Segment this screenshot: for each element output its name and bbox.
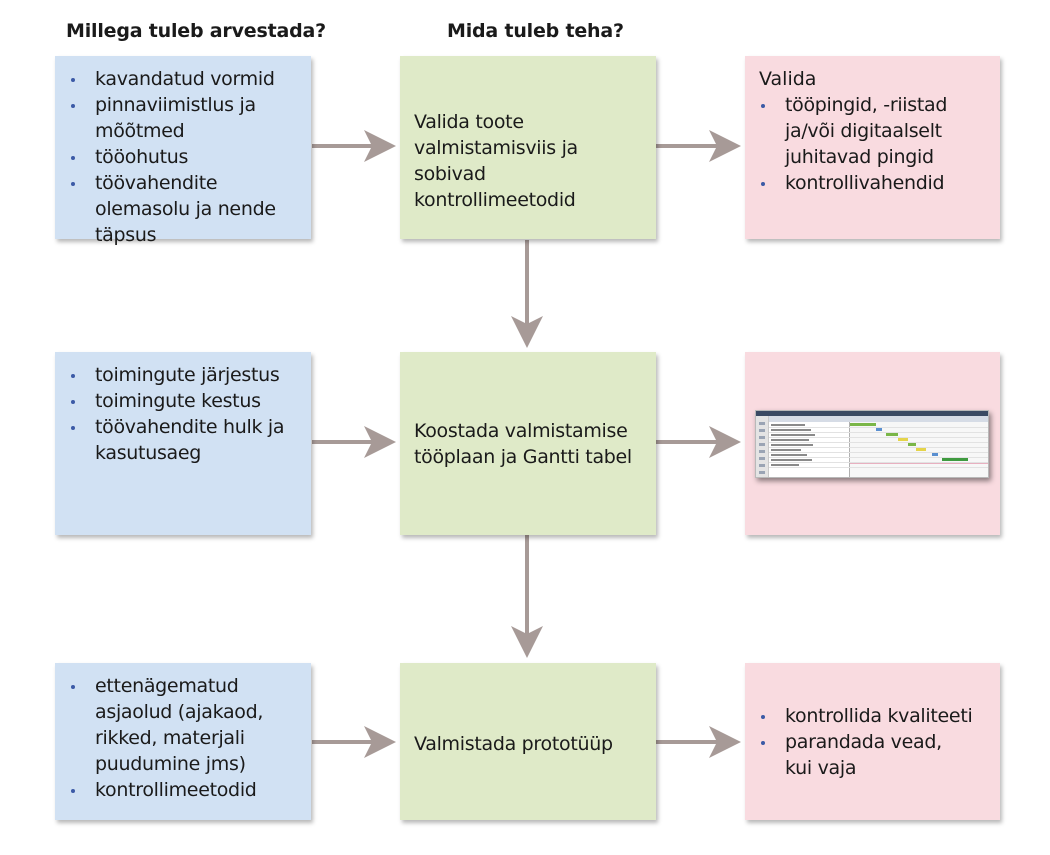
result-item: kontrollida kvaliteeti bbox=[759, 703, 990, 729]
result-item: tööpingid, -riistad ja/või digitaalselt … bbox=[759, 92, 990, 170]
result-title: Valida bbox=[759, 68, 817, 90]
action-box-1: Valida toote valmistamisviis ja sobivad … bbox=[400, 56, 656, 239]
column-header-actions: Mida tuleb teha? bbox=[447, 20, 624, 42]
consideration-item: toimingute kestus bbox=[69, 388, 301, 414]
consideration-item: ettenägematud asjaolud (ajakaod, rikked,… bbox=[69, 673, 295, 777]
considerations-box-2: toimingute järjestus toimingute kestus t… bbox=[55, 352, 311, 535]
action-text: Valmistada prototüüp bbox=[414, 733, 613, 755]
result-item: parandada vead, kui vaja bbox=[759, 729, 965, 781]
consideration-item: töövahendite olemasolu ja nende täpsus bbox=[69, 170, 305, 248]
consideration-item: toimingute järjestus bbox=[69, 362, 301, 388]
consideration-item: töövahendite hulk ja kasutusaeg bbox=[69, 414, 295, 466]
action-box-2: Koostada valmistamise tööplaan ja Gantti… bbox=[400, 352, 656, 535]
considerations-box-3: ettenägematud asjaolud (ajakaod, rikked,… bbox=[55, 663, 311, 820]
consideration-item: pinnaviimistlus ja mõõtmed bbox=[69, 92, 265, 144]
action-box-3: Valmistada prototüüp bbox=[400, 663, 656, 820]
column-header-considerations: Millega tuleb arvestada? bbox=[66, 20, 326, 42]
gantt-chart-image bbox=[755, 410, 989, 478]
action-text: Valida toote valmistamisviis ja sobivad … bbox=[414, 111, 578, 211]
action-text: Koostada valmistamise tööplaan ja Gantti… bbox=[414, 420, 632, 468]
consideration-item: kontrollimeetodid bbox=[69, 777, 301, 803]
considerations-box-1: kavandatud vormid pinnaviimistlus ja mõõ… bbox=[55, 56, 311, 246]
result-box-3: kontrollida kvaliteeti parandada vead, k… bbox=[745, 663, 1000, 820]
result-box-1: Valida tööpingid, -riistad ja/või digita… bbox=[745, 56, 1000, 239]
consideration-item: kavandatud vormid bbox=[69, 66, 301, 92]
result-item: kontrollivahendid bbox=[759, 170, 990, 196]
consideration-item: tööohutus bbox=[69, 144, 301, 170]
